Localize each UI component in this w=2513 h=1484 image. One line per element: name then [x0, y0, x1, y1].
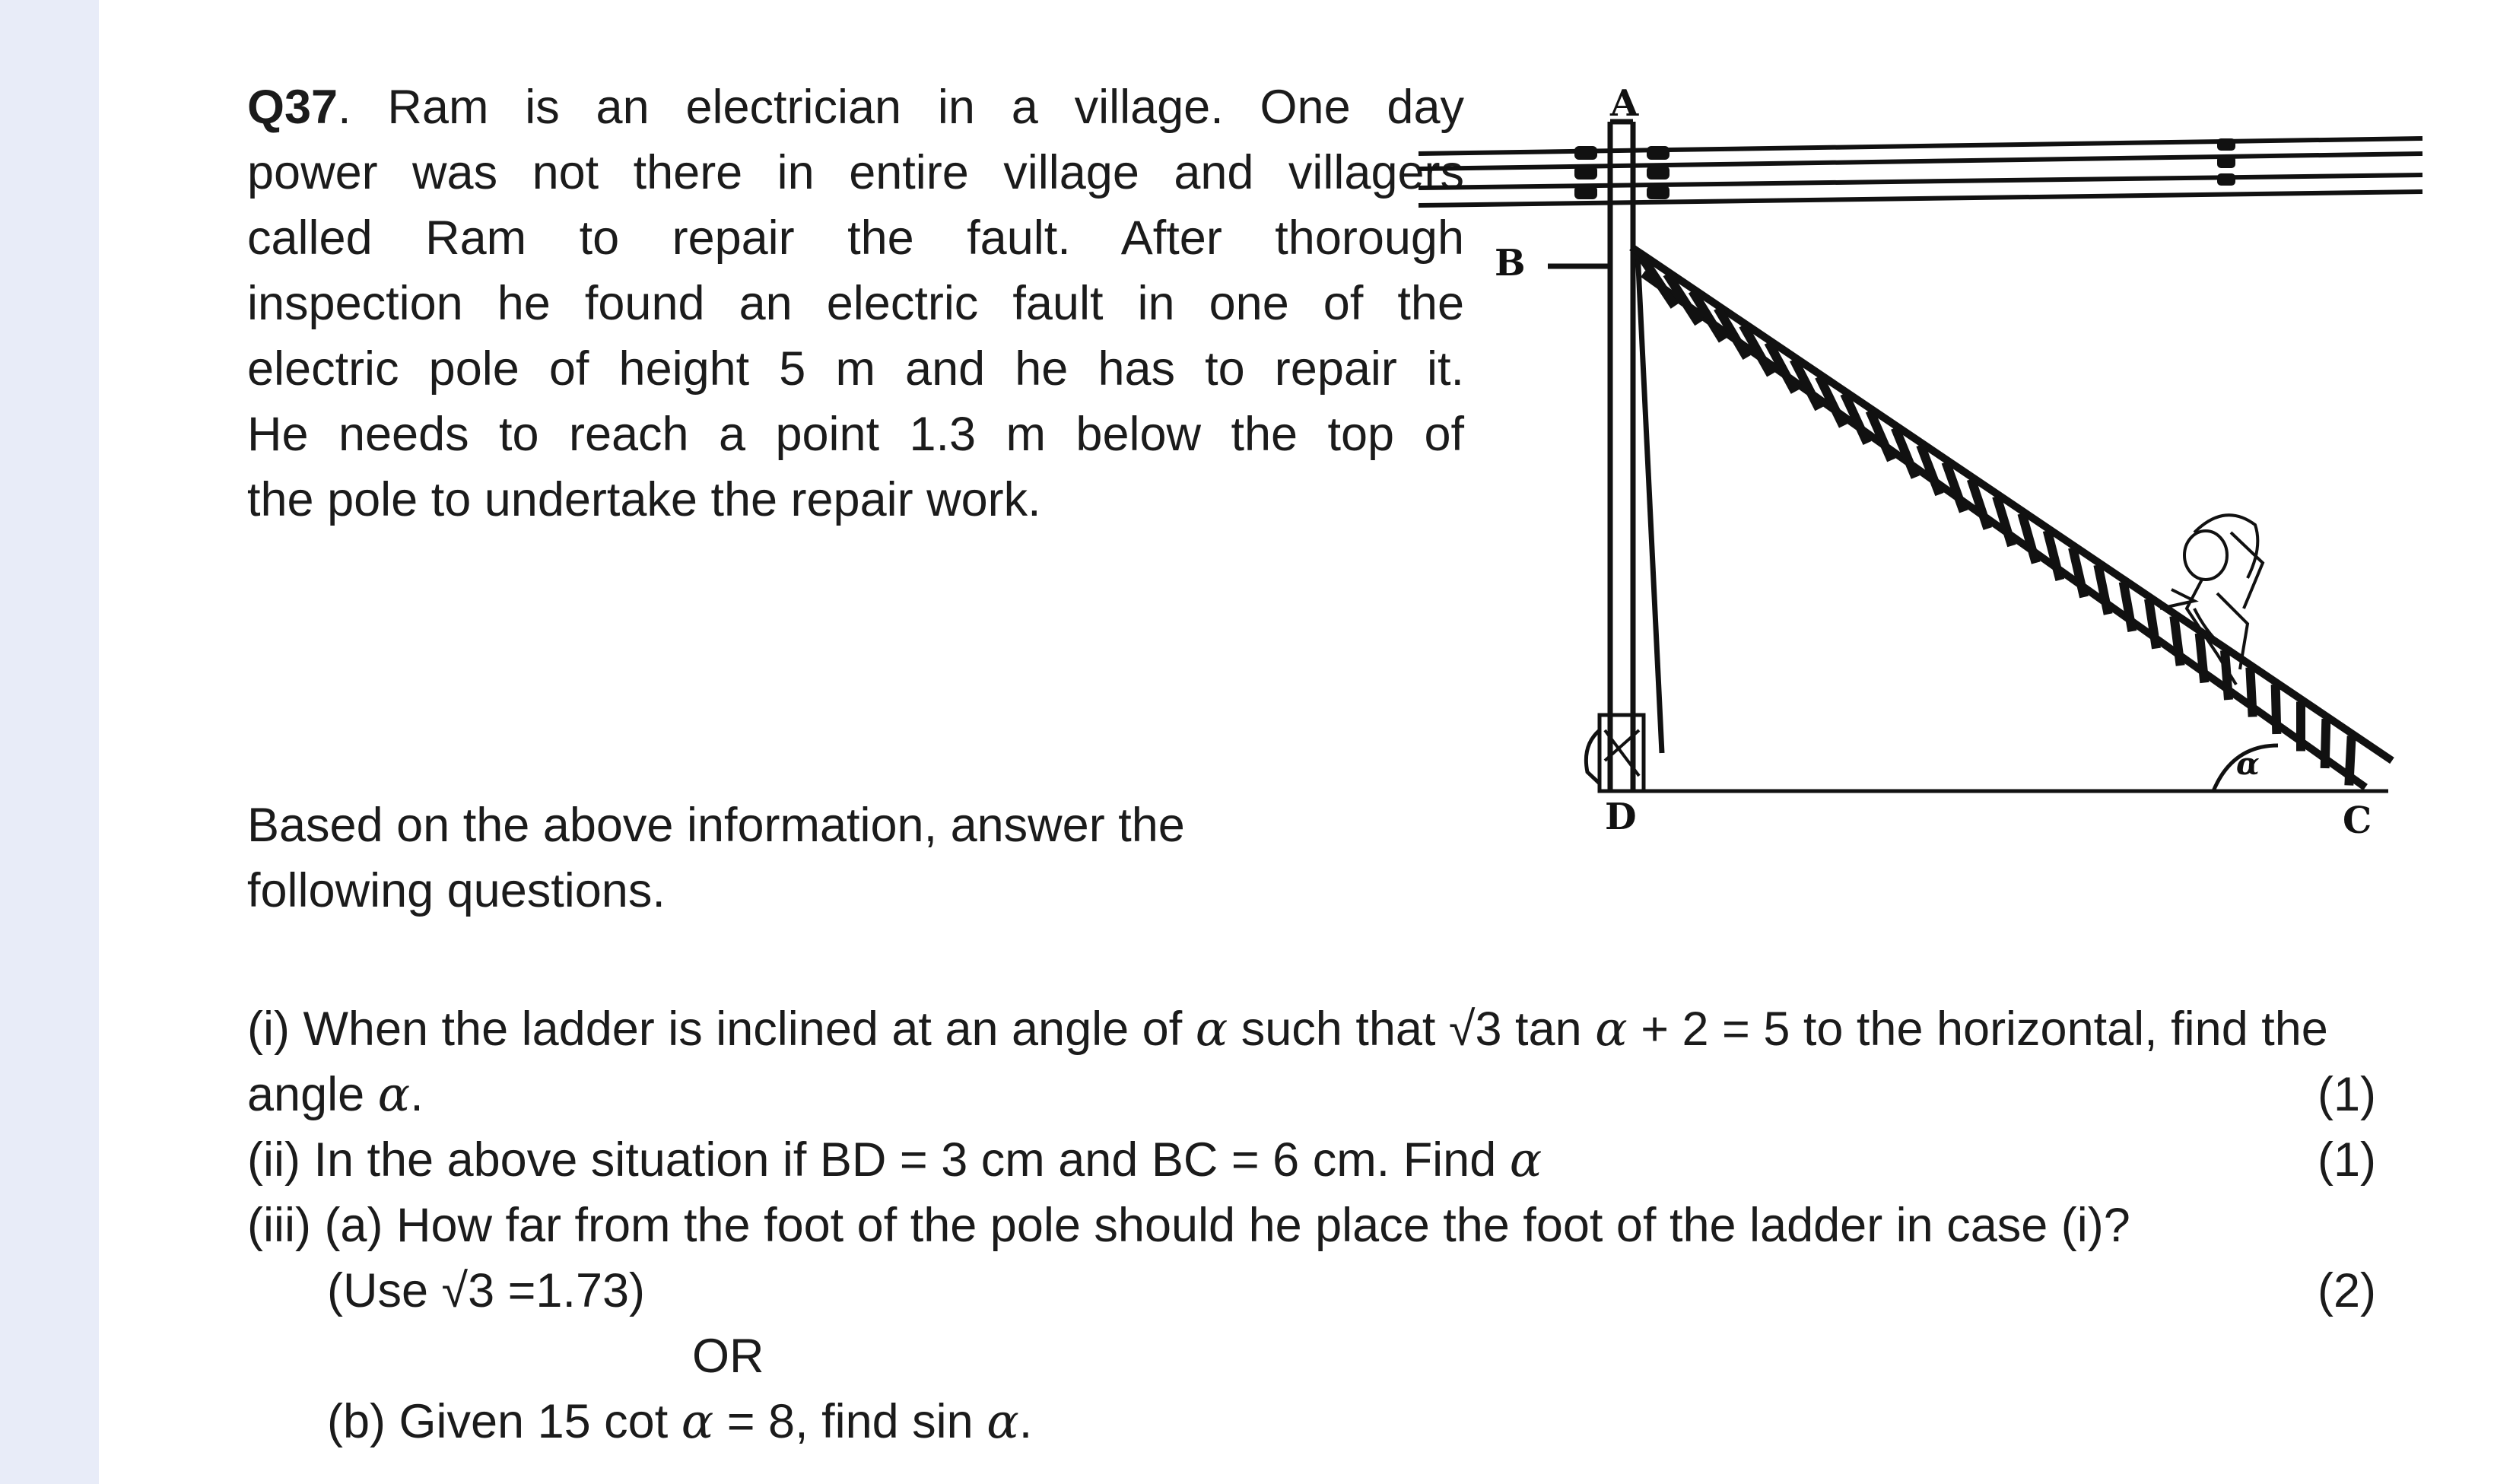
ladder-rung — [2344, 736, 2356, 786]
ladder-rung — [1941, 460, 1968, 513]
ladder-rung — [1789, 357, 1824, 412]
intro-line: He needs to reach a point 1.3 m below th… — [247, 408, 1464, 461]
part-iii-a-line-1: (iii) (a) How far from the foot of the p… — [247, 1199, 2130, 1252]
ladder-rung — [1840, 391, 1872, 446]
intro-line: called Ram to repair the fault. After th… — [247, 211, 1464, 265]
part-i-marks: (1) — [2318, 1068, 2376, 1121]
ladder-rung — [2017, 512, 2041, 564]
alpha-symbol: α — [377, 1066, 411, 1122]
ladder-rung — [2093, 564, 2113, 615]
ladder-rung — [1891, 426, 1920, 479]
alpha-symbol: α — [986, 1393, 1019, 1449]
label-b: B — [1495, 242, 1526, 284]
electric-pole-ladder-diagram: A B D C α — [1418, 82, 2423, 842]
based-on-line: Based on the above information, answer t… — [247, 799, 1185, 852]
ladder-rung — [1638, 254, 1679, 309]
ladder-rung — [2270, 684, 2282, 735]
label-a: A — [1609, 82, 1639, 125]
person-climbing — [2159, 513, 2265, 686]
ladder-rung — [1992, 494, 2016, 548]
line-insulators — [1574, 138, 2235, 199]
label-c: C — [2343, 799, 2372, 842]
ladder-rung — [1714, 305, 1751, 361]
ladder-rung — [2320, 718, 2331, 769]
left-margin-strip — [0, 0, 99, 1484]
part-iii-b-line: (b) Given 15 cot α = 8, find sin α. — [327, 1393, 1033, 1449]
or-separator: OR — [692, 1330, 764, 1383]
angle-arc — [2211, 743, 2279, 792]
intro-line: inspection he found an electric fault in… — [247, 277, 1464, 330]
based-on-line: following questions. — [247, 864, 666, 917]
power-lines — [1418, 136, 2423, 208]
alpha-symbol: α — [1595, 1001, 1628, 1057]
point-labels: A B D C α — [1495, 82, 2372, 842]
part-i-line-1: (i) When the ladder is inclined at an an… — [247, 1001, 2328, 1057]
intro-line: electric pole of height 5 m and he has t… — [247, 342, 1464, 396]
alpha-symbol: α — [681, 1393, 714, 1449]
document-page: Q37. Ram is an electrician in a village.… — [99, 0, 2513, 1484]
ladder-rung — [1865, 408, 1896, 462]
electric-pole — [1548, 119, 1665, 793]
ladder-rung — [2245, 667, 2257, 717]
part-iii-marks: (2) — [2318, 1264, 2376, 1317]
question-label: Q37 — [247, 81, 338, 134]
alpha-symbol: α — [1509, 1132, 1542, 1187]
ladder-rung — [2169, 615, 2185, 666]
part-iii-a-line-2: (Use √3 =1.73) — [327, 1264, 646, 1317]
ladder — [1629, 243, 2394, 791]
ladder-rung — [1966, 478, 1993, 530]
ladder-rung — [2042, 529, 2065, 581]
ladder-rung — [1916, 443, 1944, 497]
part-ii-marks: (1) — [2318, 1133, 2376, 1187]
ladder-rung — [2068, 546, 2089, 599]
alpha-symbol: α — [1195, 1001, 1228, 1057]
intro-line: the pole to undertake the repair work. — [247, 473, 1041, 526]
ladder-rung — [1764, 340, 1800, 394]
label-d: D — [1605, 796, 1637, 838]
label-alpha: α — [2236, 746, 2260, 782]
intro-line: Q37. Ram is an electrician in a village.… — [247, 81, 1464, 134]
ladder-rung — [2118, 580, 2137, 633]
part-ii-line: (ii) In the above situation if BD = 3 cm… — [247, 1132, 1542, 1187]
ladder-rung — [1739, 323, 1775, 377]
ladder-rung — [2144, 598, 2161, 650]
ladder-rung — [1815, 374, 1847, 428]
ladder-rung — [2220, 650, 2233, 701]
part-i-line-2: angle α. — [247, 1066, 424, 1122]
intro-line: power was not there in entire village an… — [247, 146, 1464, 199]
ladder-rung — [2194, 632, 2210, 684]
ladder-rung — [1688, 288, 1727, 343]
ladder-rung — [1663, 271, 1703, 326]
